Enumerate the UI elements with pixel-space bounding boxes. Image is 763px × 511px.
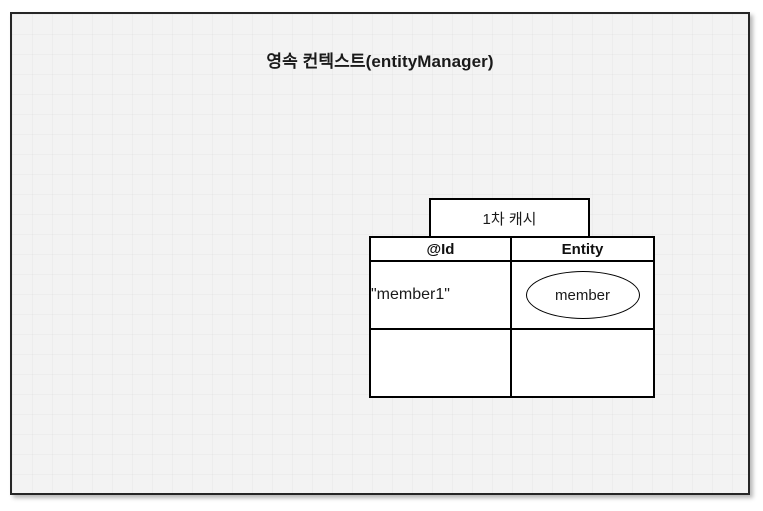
cell-entity-value	[510, 328, 655, 398]
first-level-cache-table: @Id Entity "member1" member	[369, 236, 655, 398]
table-row	[369, 328, 655, 398]
cell-id-value	[369, 328, 512, 398]
table-header-row: @Id Entity	[369, 236, 655, 262]
persistence-context-box: 영속 컨텍스트(entityManager) 1차 캐시 @Id Entity …	[10, 12, 750, 495]
column-header-entity: Entity	[510, 236, 655, 262]
first-level-cache-tab-label: 1차 캐시	[482, 210, 537, 228]
entity-ellipse: member	[525, 271, 640, 319]
first-level-cache-tab: 1차 캐시	[429, 198, 590, 236]
column-header-id: @Id	[369, 236, 512, 262]
table-row: "member1" member	[369, 260, 655, 330]
cell-entity-value: member	[510, 260, 655, 330]
page-title: 영속 컨텍스트(entityManager)	[266, 52, 494, 71]
cell-id-value: "member1"	[369, 260, 512, 330]
